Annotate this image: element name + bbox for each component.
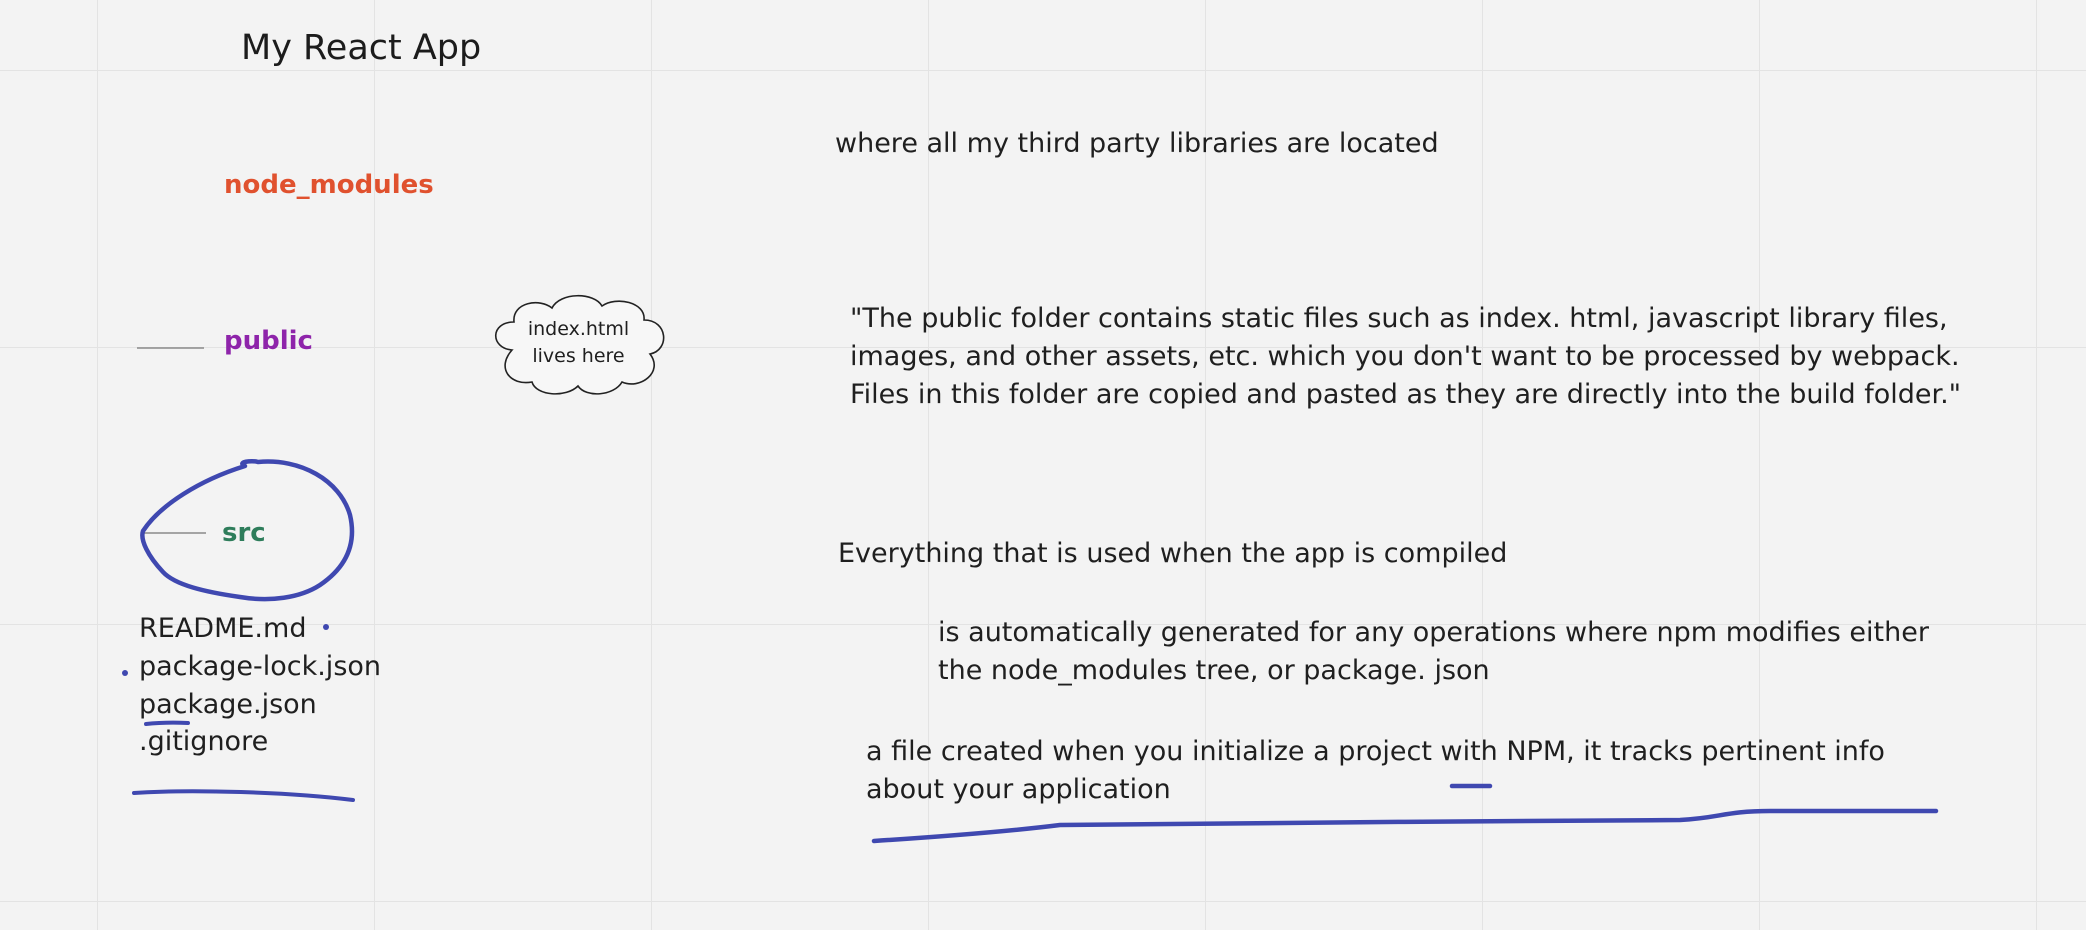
board-title[interactable]: My React App [241,28,482,68]
files-underline [132,789,355,802]
folder-src[interactable]: src [222,518,266,548]
note-src[interactable]: Everything that is used when the app is … [838,538,1508,569]
folder-public[interactable]: public [224,326,313,356]
note-public[interactable]: "The public folder contains static files… [850,303,1962,410]
file-package-json[interactable]: package.json [139,689,317,720]
note-package-json[interactable]: a file created when you initialize a pro… [866,736,1885,805]
file-gitignore[interactable]: .gitignore [139,726,269,757]
cloud-text[interactable]: index.html lives here [527,318,630,367]
note-underline [871,808,1939,844]
note-node-modules[interactable]: where all my third party libraries are l… [835,128,1439,159]
package-underline [144,720,190,726]
note-package-lock[interactable]: is automatically generated for any opera… [938,617,1929,686]
ink-dot [122,670,128,676]
folder-node-modules[interactable]: node_modules [224,170,434,200]
file-readme[interactable]: README.md [139,613,307,644]
file-package-lock[interactable]: package-lock.json [139,651,382,682]
ink-dot [323,624,329,630]
